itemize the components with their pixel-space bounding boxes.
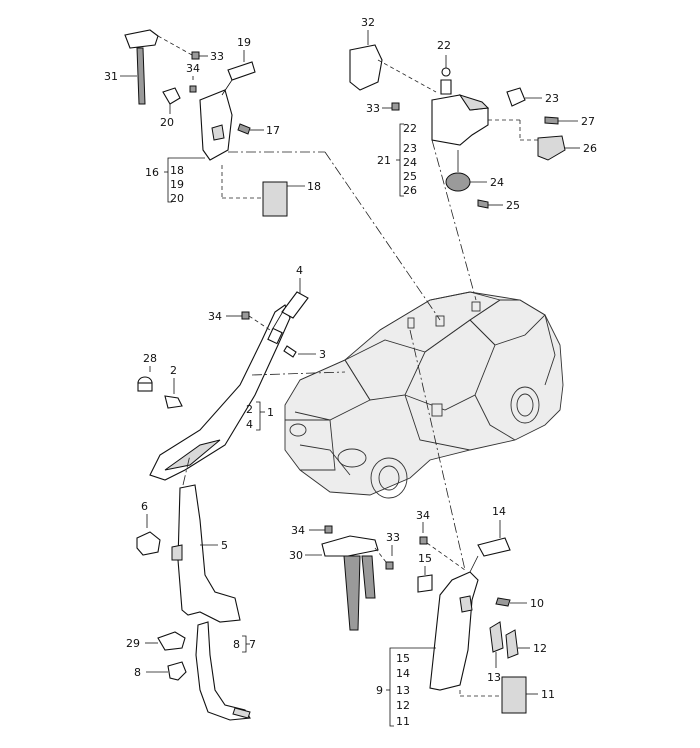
clip-8: 8 <box>134 661 187 681</box>
vehicle-illustration <box>284 291 564 499</box>
b-pillar-lower-trim: 5 <box>171 454 241 623</box>
bracket-26: 26 <box>488 119 597 161</box>
screw-25: 25 <box>477 199 520 212</box>
callout-number: 21 <box>377 154 391 167</box>
callout-group-1: 2 4 1 <box>246 401 274 431</box>
label-11: 11 <box>459 676 555 714</box>
callout-number: 32 <box>361 16 375 29</box>
screw-34-a: 34 <box>208 310 271 331</box>
part-12: 12 <box>505 629 547 659</box>
callout-number: 4 <box>296 264 303 277</box>
callout-number: 27 <box>581 115 595 128</box>
callout-number: 33 <box>386 531 400 544</box>
callout-number: 34 <box>291 524 305 537</box>
callout-number: 7 <box>249 638 256 651</box>
callout-number: 14 <box>492 505 506 518</box>
callout-number: 30 <box>289 549 303 562</box>
b-pillar-upper-16: 19 <box>199 36 256 161</box>
clip-4 <box>281 291 309 319</box>
callout-number: 13 <box>396 684 410 697</box>
callout-number: 11 <box>541 688 555 701</box>
callout-number: 1 <box>267 406 274 419</box>
label-18: 18 <box>221 165 321 217</box>
callout-number: 2 <box>170 364 177 377</box>
screw-34-d: 34 <box>416 509 466 571</box>
callout-number: 8 <box>134 666 141 679</box>
callout-number: 25 <box>403 170 417 183</box>
callout-number: 14 <box>396 667 410 680</box>
clip-15: 15 <box>417 552 433 593</box>
callout-number: 18 <box>170 164 184 177</box>
callout-group-7: 8 7 <box>233 635 256 653</box>
cap-28: 28 <box>137 352 157 392</box>
callout-number: 16 <box>145 166 159 179</box>
callout-number: 24 <box>490 176 504 189</box>
callout-number: 28 <box>143 352 157 365</box>
callout-number: 33 <box>366 102 380 115</box>
callout-number: 4 <box>246 418 253 431</box>
screw-33-b: 33 <box>366 59 437 115</box>
callout-number: 22 <box>403 122 417 135</box>
callout-group-9: 9 15 14 13 12 11 <box>376 647 436 728</box>
callout-number: 23 <box>403 142 417 155</box>
screw-34-c: 34 <box>291 524 333 537</box>
callout-number: 34 <box>208 310 222 323</box>
callout-number: 31 <box>104 70 118 83</box>
callout-number: 20 <box>170 192 184 205</box>
screw-34-b: 34 <box>186 62 200 93</box>
callout-number: 10 <box>530 597 544 610</box>
callout-number: 17 <box>266 124 280 137</box>
callout-number: 29 <box>126 637 140 650</box>
callout-number: 5 <box>221 539 228 552</box>
callout-number: 12 <box>396 699 410 712</box>
b-pillar-upper-9: 14 <box>429 505 511 691</box>
callout-number: 15 <box>396 652 410 665</box>
sill-trim-7 <box>195 621 251 721</box>
callout-number: 25 <box>506 199 520 212</box>
screw-33-c: 33 <box>374 531 400 570</box>
screw-27: 27 <box>544 115 595 128</box>
callout-number: 19 <box>170 178 184 191</box>
clip-strip-30: 30 <box>289 535 379 631</box>
callout-number: 11 <box>396 715 410 728</box>
callout-number: 18 <box>307 180 321 193</box>
callout-number: 24 <box>403 156 417 169</box>
part-13: 13 <box>487 621 504 684</box>
cover-24: 24 <box>445 150 504 192</box>
callout-number: 13 <box>487 671 501 684</box>
clip-strip-31: 31 <box>104 29 159 105</box>
callout-number: 33 <box>210 50 224 63</box>
callout-number: 34 <box>416 509 430 522</box>
c-pillar-trim-21 <box>431 94 490 146</box>
callout-group-21: 21 22 23 24 25 26 <box>377 122 417 197</box>
clip-23: 23 <box>506 87 559 107</box>
callout-number: 20 <box>160 116 174 129</box>
screw-22: 22 <box>437 39 452 95</box>
a-pillar-trim: 4 <box>149 264 309 481</box>
callout-number: 23 <box>545 92 559 105</box>
callout-number: 19 <box>237 36 251 49</box>
callout-number: 12 <box>533 642 547 655</box>
callout-number: 26 <box>403 184 417 197</box>
callout-group-16: 16 18 19 20 <box>145 157 205 205</box>
callout-number: 6 <box>141 500 148 513</box>
callout-number: 15 <box>418 552 432 565</box>
callout-number: 34 <box>186 62 200 75</box>
clip-6: 6 <box>136 500 161 556</box>
clip-32: 32 <box>349 16 383 91</box>
callout-number: 22 <box>437 39 451 52</box>
screw-10: 10 <box>495 597 544 610</box>
callout-number: 8 <box>233 638 240 651</box>
screw-17: 17 <box>237 123 280 137</box>
callout-number: 2 <box>246 403 253 416</box>
callout-number: 9 <box>376 684 383 697</box>
callout-number: 3 <box>319 348 326 361</box>
screw-3: 3 <box>283 345 326 361</box>
clip-2: 2 <box>164 364 183 409</box>
callout-number: 26 <box>583 142 597 155</box>
clip-20: 20 <box>160 87 181 129</box>
screw-33-a: 33 <box>157 35 224 63</box>
clip-29: 29 <box>126 631 186 651</box>
